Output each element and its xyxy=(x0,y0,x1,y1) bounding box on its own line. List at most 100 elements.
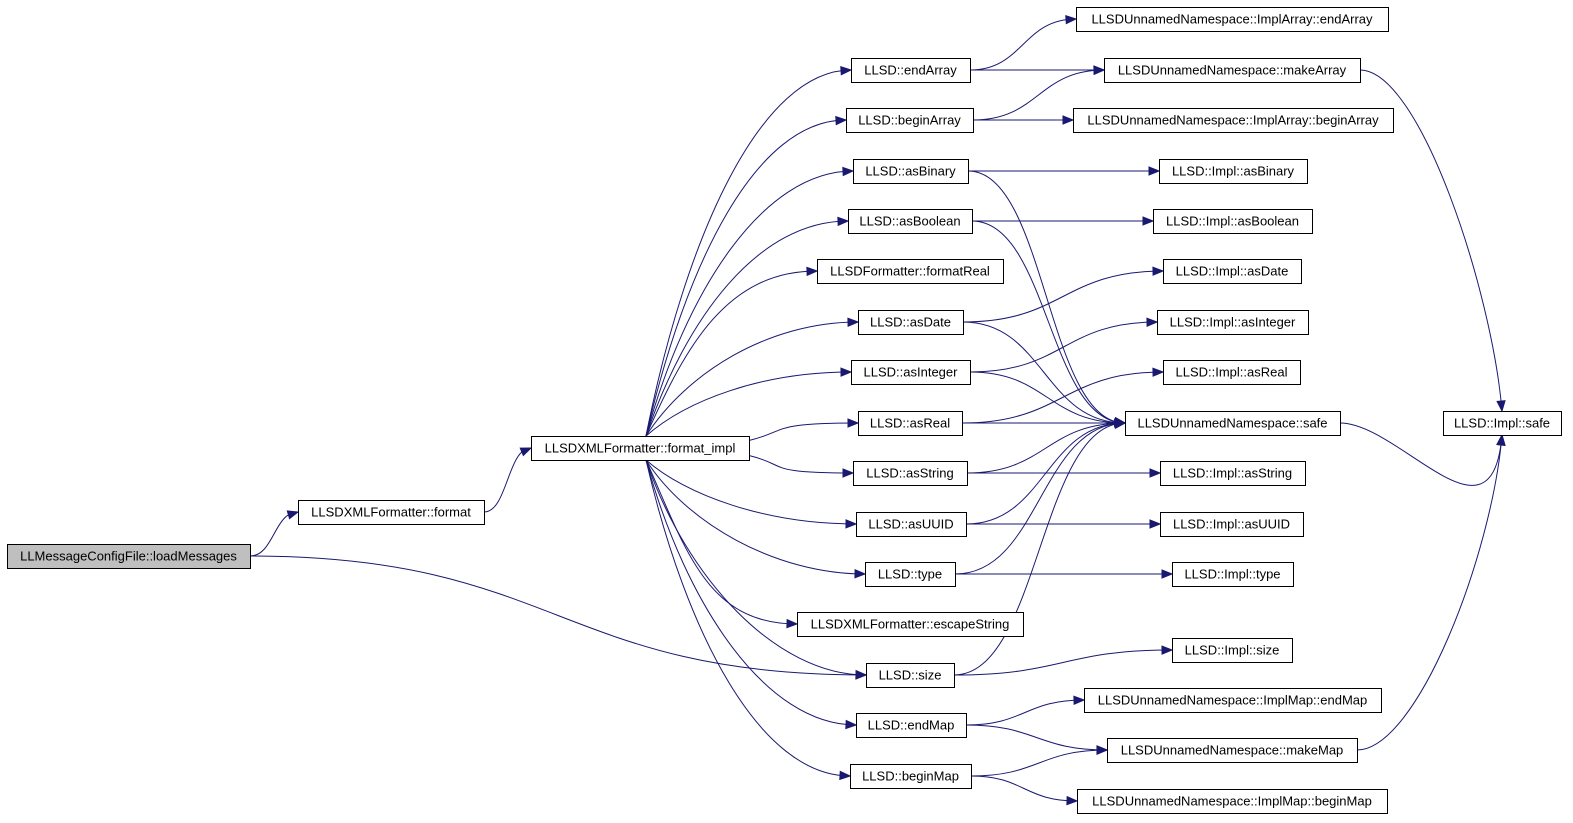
arrowhead-icon xyxy=(1114,419,1127,429)
node-size[interactable]: LLSD::size xyxy=(866,663,955,688)
node-box[interactable] xyxy=(1172,562,1294,587)
node-asInteger[interactable]: LLSD::asInteger xyxy=(851,360,971,385)
node-implSize[interactable]: LLSD::Impl::size xyxy=(1172,638,1293,663)
node-implAsBinary[interactable]: LLSD::Impl::asBinary xyxy=(1159,159,1308,184)
node-implSafe[interactable]: LLSD::Impl::safe xyxy=(1443,411,1562,436)
node-box[interactable] xyxy=(856,713,967,738)
node-implAsReal[interactable]: LLSD::Impl::asReal xyxy=(1163,360,1301,385)
node-escapeString[interactable]: LLSDXMLFormatter::escapeString xyxy=(797,612,1024,637)
node-asBinary[interactable]: LLSD::asBinary xyxy=(853,159,969,184)
edge-beginMap-to-implMapBegin xyxy=(970,775,1078,802)
arrowhead-icon xyxy=(840,367,853,377)
node-implMapBegin[interactable]: LLSDUnnamedNamespace::ImplMap::beginMap xyxy=(1077,789,1388,814)
node-box[interactable] xyxy=(850,764,972,789)
node-box[interactable] xyxy=(1157,310,1309,335)
edge-type-to-nsSafe xyxy=(954,422,1126,575)
node-endMap[interactable]: LLSD::endMap xyxy=(856,713,967,738)
node-box[interactable] xyxy=(1107,738,1358,763)
node-box[interactable] xyxy=(1084,688,1382,713)
node-label: LLSD::endArray xyxy=(864,63,957,78)
node-box[interactable] xyxy=(1163,259,1302,284)
node-asBoolean[interactable]: LLSD::asBoolean xyxy=(848,209,973,234)
edge-loadMessages-to-size xyxy=(249,555,867,676)
node-label: LLSD::endMap xyxy=(868,718,955,733)
node-box[interactable] xyxy=(1153,209,1313,234)
node-box[interactable] xyxy=(848,209,973,234)
node-box[interactable] xyxy=(858,310,964,335)
node-box[interactable] xyxy=(851,360,971,385)
arrowhead-icon xyxy=(842,166,855,177)
node-box[interactable] xyxy=(1073,108,1394,133)
node-box[interactable] xyxy=(1160,461,1306,486)
node-box[interactable] xyxy=(851,58,971,83)
node-label: LLSD::beginMap xyxy=(862,769,959,784)
node-box[interactable] xyxy=(797,612,1024,637)
arrowhead-icon xyxy=(845,719,858,730)
arrowhead-icon xyxy=(1142,216,1155,226)
node-implAsBoolean[interactable]: LLSD::Impl::asBoolean xyxy=(1153,209,1313,234)
node-xmlFormat[interactable]: LLSDXMLFormatter::format xyxy=(298,500,485,525)
edge-xmlFormat-to-formatImpl xyxy=(483,447,532,513)
node-box[interactable] xyxy=(298,500,485,525)
node-beginArray[interactable]: LLSD::beginArray xyxy=(846,108,974,133)
node-formatImpl[interactable]: LLSDXMLFormatter::format_impl xyxy=(531,436,750,461)
node-label: LLSD::asUUID xyxy=(868,517,953,532)
node-box[interactable] xyxy=(1172,638,1293,663)
node-nsSafe[interactable]: LLSDUnnamedNamespace::safe xyxy=(1125,411,1341,436)
node-loadMessages[interactable]: LLMessageConfigFile::loadMessages xyxy=(7,544,251,569)
node-implArrayEnd[interactable]: LLSDUnnamedNamespace::ImplArray::endArra… xyxy=(1076,7,1389,32)
arrowhead-icon xyxy=(1148,166,1161,176)
node-asUUID[interactable]: LLSD::asUUID xyxy=(856,512,967,537)
node-box[interactable] xyxy=(1125,411,1341,436)
edge-makeArray-to-implSafe xyxy=(1359,69,1503,412)
node-implAsUUID[interactable]: LLSD::Impl::asUUID xyxy=(1160,512,1304,537)
node-label: LLSDUnnamedNamespace::ImplArray::endArra… xyxy=(1091,12,1373,27)
node-implAsDate[interactable]: LLSD::Impl::asDate xyxy=(1163,259,1302,284)
node-box[interactable] xyxy=(853,159,969,184)
arrowhead-icon xyxy=(835,115,848,126)
node-box[interactable] xyxy=(1077,789,1388,814)
node-makeArray[interactable]: LLSDUnnamedNamespace::makeArray xyxy=(1104,58,1361,83)
node-box[interactable] xyxy=(858,411,963,436)
edge-formatImpl-to-asBinary xyxy=(645,170,854,437)
node-label: LLSDFormatter::formatReal xyxy=(830,264,990,279)
node-box[interactable] xyxy=(7,544,251,569)
edge-formatImpl-to-endMap xyxy=(645,459,857,726)
edge-size-to-nsSafe xyxy=(953,422,1126,676)
node-box[interactable] xyxy=(1104,58,1361,83)
edge-endMap-to-implMapEnd xyxy=(965,699,1085,726)
node-box[interactable] xyxy=(817,259,1004,284)
node-box[interactable] xyxy=(531,436,750,461)
node-asString[interactable]: LLSD::asString xyxy=(853,461,968,486)
node-implAsString[interactable]: LLSD::Impl::asString xyxy=(1160,461,1306,486)
edge-asBoolean-to-nsSafe xyxy=(971,220,1126,424)
node-box[interactable] xyxy=(866,663,955,688)
node-type[interactable]: LLSD::type xyxy=(865,562,956,587)
node-label: LLSDXMLFormatter::format xyxy=(311,505,471,520)
node-implArrayBegin[interactable]: LLSDUnnamedNamespace::ImplArray::beginAr… xyxy=(1073,108,1394,133)
node-beginMap[interactable]: LLSD::beginMap xyxy=(850,764,972,789)
node-box[interactable] xyxy=(856,512,967,537)
node-box[interactable] xyxy=(1076,7,1389,32)
node-implType[interactable]: LLSD::Impl::type xyxy=(1172,562,1294,587)
node-box[interactable] xyxy=(853,461,968,486)
node-box[interactable] xyxy=(846,108,974,133)
node-asReal[interactable]: LLSD::asReal xyxy=(858,411,963,436)
arrowhead-icon xyxy=(1146,317,1159,327)
edge-formatImpl-to-asString xyxy=(748,455,854,474)
arrowhead-icon xyxy=(1149,519,1162,529)
node-box[interactable] xyxy=(865,562,956,587)
node-box[interactable] xyxy=(1160,512,1304,537)
node-asDate[interactable]: LLSD::asDate xyxy=(858,310,964,335)
node-endArray[interactable]: LLSD::endArray xyxy=(851,58,971,83)
node-implMapEnd[interactable]: LLSDUnnamedNamespace::ImplMap::endMap xyxy=(1084,688,1382,713)
node-label: LLSDUnnamedNamespace::safe xyxy=(1137,416,1327,431)
node-box[interactable] xyxy=(1159,159,1308,184)
edge-formatImpl-to-asUUID xyxy=(645,459,857,525)
edge-formatImpl-to-asReal xyxy=(748,422,859,441)
node-box[interactable] xyxy=(1163,360,1301,385)
node-makeMap[interactable]: LLSDUnnamedNamespace::makeMap xyxy=(1107,738,1358,763)
node-box[interactable] xyxy=(1443,411,1562,436)
node-implAsInteger[interactable]: LLSD::Impl::asInteger xyxy=(1157,310,1309,335)
node-formatReal[interactable]: LLSDFormatter::formatReal xyxy=(817,259,1004,284)
